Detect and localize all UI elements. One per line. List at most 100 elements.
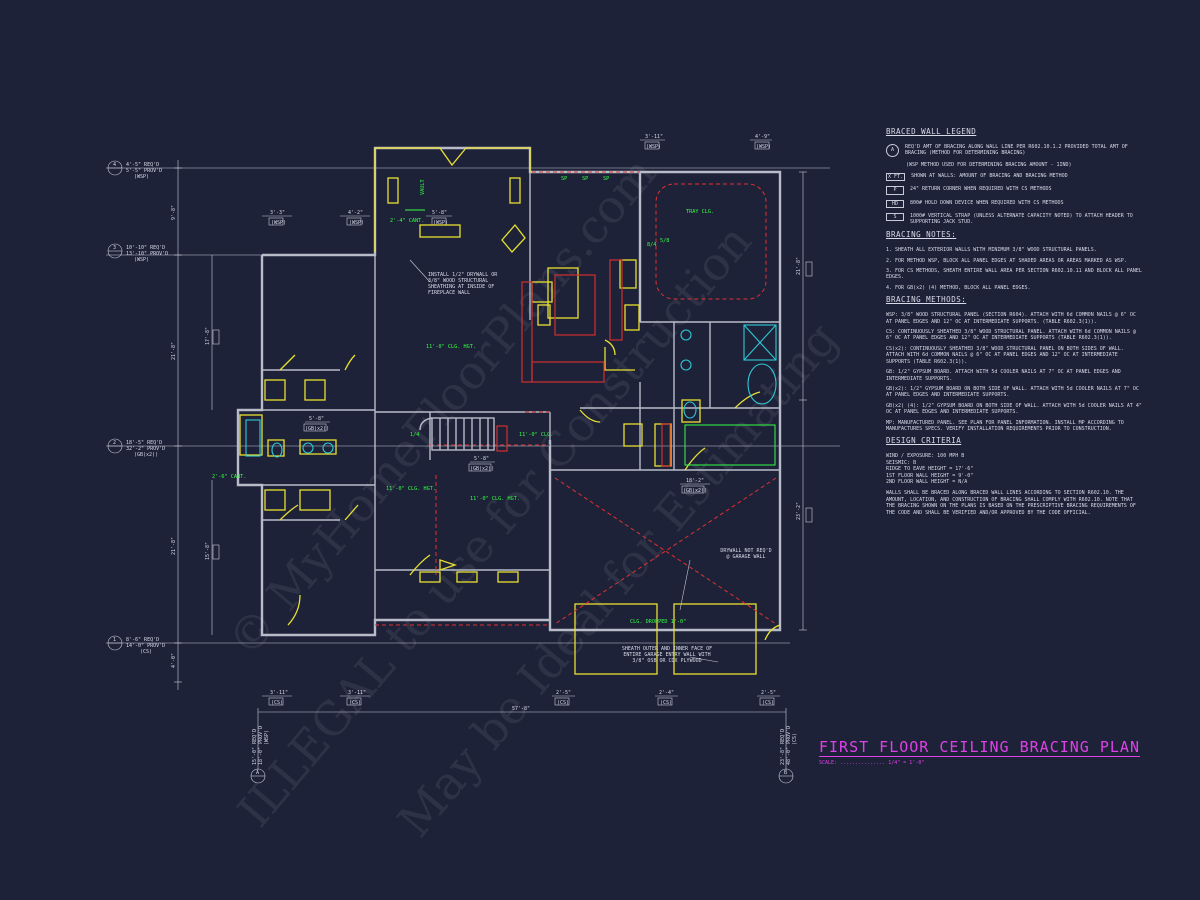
dim-top-3: 3'-11" <box>645 134 663 140</box>
wall-line-1-id: 1 <box>113 637 116 643</box>
bracing-note-2: 2. FOR METHOD WSP, BLOCK ALL PANEL EDGES… <box>886 257 1127 264</box>
label-bracing-mark-1: 8/4 <box>647 242 656 248</box>
legend-text-s: 1000# VERTICAL STRAP (UNLESS ALTERNATE C… <box>910 212 1133 226</box>
legend-text-p: 24" RETURN CORNER WHEN REQUIRED WITH CS … <box>910 186 1052 193</box>
label-living-ceiling: 11'-0" CLG. HGT. <box>426 344 476 350</box>
interior-walls <box>262 172 780 620</box>
bracing-notes-heading: BRACING NOTES: <box>886 230 957 240</box>
doors-and-fixtures <box>239 147 781 675</box>
label-vault: VAULT <box>420 179 426 195</box>
label-tray-ceiling: TRAY CLG. <box>686 209 714 215</box>
dim-left-1: 9'-8" <box>171 205 177 220</box>
drawing-title: FIRST FLOOR CEILING BRACING PLAN <box>819 738 1140 757</box>
dim-bottom-tag-3: (CS) <box>557 700 569 706</box>
bracing-legend-panel: BRACED WALL LEGEND A REQ'D AMT OF BRACIN… <box>886 127 1142 520</box>
design-criteria-2nd-floor: 2ND FLOOR WALL HEIGHT = N/A <box>886 478 968 485</box>
dim-bottom-5: 2'-5" <box>761 690 776 696</box>
legend-text-xft: SHOWN AT WALLS: AMOUNT OF BRACING AND BR… <box>911 173 1068 180</box>
design-criteria-1st-floor: 1ST FLOOR WALL HEIGHT = 9'-0" <box>886 472 974 479</box>
bracing-method-mp: MP: MANUFACTURED PANEL. SEE PLAN FOR PAN… <box>886 419 1124 432</box>
dim-inner-h3: 18'-2" <box>686 478 704 484</box>
wall-line-4-id: 4 <box>113 162 116 168</box>
legend-symbol-hd: HD <box>886 199 904 208</box>
legend-text-wsp: (WSP METHOD USED FOR DETERMINING BRACING… <box>906 162 1072 168</box>
legend-symbol-s: S <box>886 212 904 222</box>
wall-line-b-prov: 48'-0" PROV'D <box>786 726 792 765</box>
dim-inner-h2: 5'-8" <box>474 456 489 462</box>
wall-line-4-prov: 5'-5" PROV'D <box>126 168 162 174</box>
legend-item-a: A REQ'D AMT OF BRACING ALONG WALL LINE P… <box>886 144 1142 157</box>
dim-top-tag-5: (WSP) <box>433 220 448 226</box>
dim-top-tag-3: (WSP) <box>646 144 661 150</box>
bracing-method-wsp: WSP: 3/8" WOOD STRUCTURAL PANEL (SECTION… <box>886 312 1136 325</box>
dim-inner-v2: 15'-8" <box>205 542 211 560</box>
label-bed2-ceiling: 11'-0" CLG. HGT. <box>386 486 436 492</box>
dim-right-2: 23'-2" <box>796 502 802 520</box>
drawing-scale: SCALE: ............... 1/4" = 1'-0" <box>819 760 925 766</box>
bracing-method-gb: GB: 1/2" GYPSUM BOARD. ATTACH WITH 5d CO… <box>886 369 1121 382</box>
wall-line-1-prov: 14'-0" PROV'D <box>126 643 165 649</box>
stairs <box>419 417 495 451</box>
dim-inner-tag-1: (GB(x2)) <box>305 426 329 432</box>
wall-line-b-req: 23'-8" REQ'D <box>780 729 786 765</box>
label-bracing-mark-3: 1/4 <box>410 432 419 438</box>
dimensions-left: 9'-8" 21'-8" 21'-8" 4'-0" 17'-8" 15'-8" <box>171 160 220 690</box>
wall-line-2-id: 2 <box>113 440 116 446</box>
bracing-method-cs-x2: CS(x2): CONTINUOUSLY SHEATHED 3/8" WOOD … <box>886 345 1124 365</box>
wall-line-a-prov: 18'-0" PROV'D <box>258 726 264 765</box>
bracing-method-gb-x2-4: GB(x2) (4): 1/2" GYPSUM BOARD ON BOTH SI… <box>886 402 1142 416</box>
wall-line-2-prov: 32'-2" PROV'D <box>126 446 165 452</box>
legend-heading: BRACED WALL LEGEND <box>886 127 977 136</box>
note-garage-sheathing: SHEATH OUTER AND INNER FACE OF ENTIRE GA… <box>621 646 713 664</box>
dim-bottom-tag-5: (CS) <box>762 700 774 706</box>
dim-bottom-tag-2: (CS) <box>349 700 361 706</box>
dim-bottom-3: 2'-5" <box>556 690 571 696</box>
bracing-note-4: 4. FOR GB(x2) (4) METHOD, BLOCK ALL PANE… <box>886 284 1031 291</box>
wall-line-b-method: (CS) <box>792 733 798 745</box>
label-sp-1: SP <box>561 176 567 182</box>
label-bed3-ceiling: 11'-0" CLG. HGT. <box>470 496 520 502</box>
wall-line-markers-left: 4 4'-5" REQ'D 5'-5" PROV'D (WSP) 3 10'-1… <box>106 160 840 655</box>
bracing-note-1: 1. SHEATH ALL EXTERIOR WALLS WITH MINIMU… <box>886 247 1097 254</box>
label-cant-top: 2'-4" CANT. <box>390 218 424 224</box>
dim-top-1: 3'-3" <box>270 210 285 216</box>
dim-inner-tag-3: (GB(x2)) <box>683 488 707 494</box>
wall-line-b-id: B <box>784 770 787 776</box>
dim-overall-width: 57'-8" <box>512 706 530 712</box>
leader-lines <box>409 259 719 663</box>
design-criteria-paragraph: WALLS SHALL BE BRACED ALONG BRACED WALL … <box>886 490 1136 516</box>
legend-item-p: P 24" RETURN CORNER WHEN REQUIRED WITH C… <box>886 186 1142 195</box>
wall-line-4-method: (WSP) <box>134 174 149 180</box>
design-criteria-ridge: RIDGE TO EAVE HEIGHT = 17'-6" <box>886 466 974 473</box>
dimensions-bottom: 57'-8" 3'-11" (CS) 3'-11" (CS) 2'-5" (CS… <box>250 690 798 784</box>
drawing-title-block: FIRST FLOOR CEILING BRACING PLAN SCALE: … <box>819 738 1140 766</box>
legend-symbol-xft: X FT. <box>886 173 906 182</box>
legend-item-hd: HD 800# HOLD DOWN DEVICE WHEN REQUIRED W… <box>886 199 1142 208</box>
design-criteria-wind: WIND / EXPOSURE: 100 MPH B <box>886 453 965 460</box>
wall-line-3-req: 10'-10" REQ'D <box>126 245 165 251</box>
label-bracing-mark-2: 5/8 <box>660 238 669 244</box>
bracing-note-3: 3. FOR CS METHODS, SHEATH ENTIRE WALL AR… <box>886 268 1142 281</box>
label-sp-2: SP <box>582 176 588 182</box>
legend-text-a: REQ'D AMT OF BRACING ALONG WALL LINE PER… <box>905 144 1128 157</box>
note-drywall: DRYWALL NOT REQ'D @ GARAGE WALL <box>720 548 772 560</box>
dim-left-2: 21'-8" <box>171 342 177 360</box>
dim-bottom-tag-4: (CS) <box>660 700 672 706</box>
bracing-method-gb-x2: GB(x2): 1/2" GYPSUM BOARD ON BOTH SIDE O… <box>886 385 1139 399</box>
legend-symbol-a: A <box>886 144 899 157</box>
dim-top-tag-2: (WSP) <box>349 220 364 226</box>
dim-top-2: 4'-2" <box>348 210 363 216</box>
dim-bottom-tag-1: (CS) <box>271 700 283 706</box>
bracing-lines <box>375 171 777 626</box>
legend-text-hd: 800# HOLD DOWN DEVICE WHEN REQUIRED WITH… <box>910 199 1064 206</box>
wall-line-a-id: A <box>256 770 259 776</box>
label-garage-ceiling: CLG. DROPPED 1'-0" <box>630 619 686 625</box>
dimensions-right: 21'-8" 23'-2" <box>796 171 813 631</box>
kitchen-cabinets <box>496 259 671 467</box>
dim-inner-h1: 5'-8" <box>309 416 324 422</box>
wall-line-a-method: (WSP) <box>264 730 270 745</box>
note-fireplace: INSTALL 1/2" DRYWALL OR 3/8" WOOD STRUCT… <box>428 272 498 296</box>
dim-bottom-2: 3'-11" <box>348 690 366 696</box>
dim-top-tag-1: (WSP) <box>271 220 286 226</box>
